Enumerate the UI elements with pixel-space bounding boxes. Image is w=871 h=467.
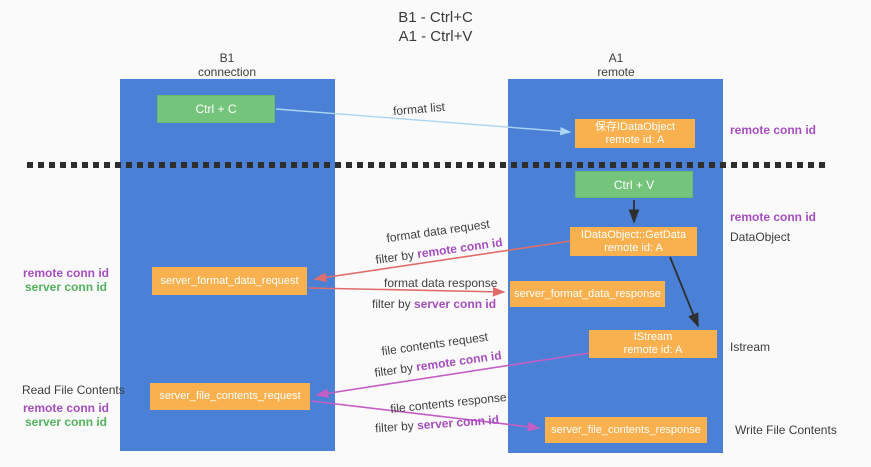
format-list-label: format list (392, 99, 446, 119)
remote-conn-id-text: remote conn id (415, 348, 503, 374)
right-lane-header: A1 remote (546, 51, 686, 79)
server-conn-id-annotation-left-bottom: server conn id (24, 415, 108, 429)
left-lane-title: B1 (219, 51, 235, 65)
server-conn-id-text: server conn id (416, 412, 500, 433)
server-format-data-response-label: server_format_data_response (514, 287, 661, 300)
filter-by-text: filter by (374, 418, 418, 436)
ctrl-c-label: Ctrl + C (195, 102, 237, 116)
server-conn-id-annotation-left-mid: server conn id (24, 280, 108, 294)
save-dataobject-node: 保存IDataObject remote id: A (575, 119, 695, 148)
filter-by-text: filter by (373, 360, 418, 380)
server-file-contents-response-label: server_file_contents_response (551, 423, 701, 436)
filter-by-text: filter by (372, 297, 415, 311)
right-lane-title: A1 (608, 51, 624, 65)
write-file-contents-annotation: Write File Contents (735, 423, 837, 437)
title-line-1: B1 - Ctrl+C (398, 9, 473, 26)
remote-conn-id-annotation-mid: remote conn id (730, 210, 817, 224)
server-file-contents-request-node: server_file_contents_request (150, 383, 310, 410)
istream-annotation: Istream (730, 340, 771, 354)
remote-conn-id-annotation-top: remote conn id (730, 123, 817, 137)
read-file-contents-annotation: Read File Contents (22, 383, 125, 397)
title-line-2: A1 - Ctrl+V (398, 28, 473, 45)
getdata-node: IDataObject::GetData remote id: A (570, 227, 697, 256)
getdata-line2: remote id: A (604, 241, 663, 254)
ctrl-v-label: Ctrl + V (613, 177, 655, 192)
filter-by-server-2-label: filter by server conn id (375, 413, 500, 436)
remote-conn-id-annotation-left-mid: remote conn id (22, 266, 109, 280)
save-dataobject-line2: remote id: A (605, 133, 665, 146)
left-lane-header: B1 connection (157, 51, 297, 79)
istream-line2: remote id: A (623, 344, 683, 356)
istream-node: IStream remote id: A (589, 330, 717, 358)
server-file-contents-response-node: server_file_contents_response (545, 417, 707, 443)
filter-by-text: filter by (374, 247, 419, 267)
server-format-data-response-node: server_format_data_response (510, 281, 665, 307)
server-file-contents-request-label: server_file_contents_request (159, 390, 301, 402)
ctrl-v-node: Ctrl + V (575, 171, 693, 198)
file-contents-response-label: file contents response (389, 389, 508, 417)
server-format-data-request-label: server_format_data_request (160, 274, 299, 287)
server-conn-id-text: server conn id (414, 297, 497, 311)
diagram-title: B1 - Ctrl+C A1 - Ctrl+V (0, 8, 871, 46)
getdata-line1: IDataObject::GetData (580, 228, 687, 241)
dataobject-annotation: DataObject (730, 230, 791, 244)
remote-conn-id-annotation-left-bottom: remote conn id (22, 401, 109, 415)
save-dataobject-line1: 保存IDataObject (594, 120, 676, 133)
filter-by-server-1-label: filter by server conn id (372, 297, 496, 311)
left-lane-subtitle: connection (197, 65, 257, 79)
istream-line1: IStream (633, 331, 673, 343)
format-data-response-label: format data response (384, 276, 498, 290)
right-lane-subtitle: remote (597, 65, 635, 79)
ctrl-c-node: Ctrl + C (157, 95, 275, 123)
server-format-data-request-node: server_format_data_request (152, 267, 307, 295)
